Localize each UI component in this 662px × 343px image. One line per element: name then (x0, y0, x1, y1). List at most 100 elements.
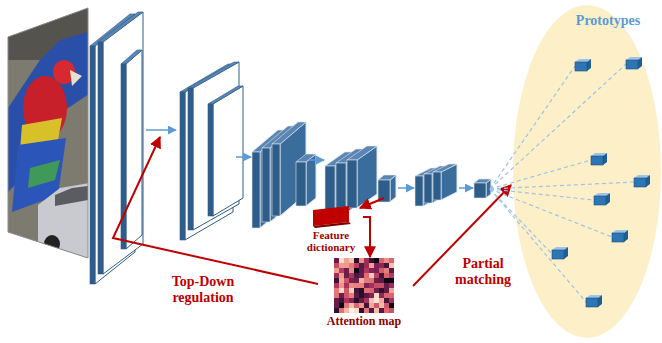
heatmap-cell (334, 268, 339, 273)
image-frame (8, 8, 88, 258)
heatmap-cell (334, 273, 339, 278)
heatmap-cell (344, 308, 349, 313)
layer-slab (296, 154, 316, 206)
heatmap-cell (344, 293, 349, 298)
cube-front (626, 60, 638, 69)
heatmap-cell (349, 303, 354, 308)
cube-side (606, 193, 610, 205)
slab-top (188, 62, 239, 88)
heatmap-cell (349, 268, 354, 273)
cube-front (634, 178, 646, 187)
heatmap-cell (364, 298, 369, 303)
cube-side (638, 57, 642, 69)
heatmap-cell (384, 268, 389, 273)
cube-front (575, 62, 587, 71)
layer-slab (98, 12, 143, 274)
heatmap-cell (379, 263, 384, 268)
heatmap-cell (384, 278, 389, 283)
matching-line (490, 189, 612, 237)
heatmap-cell (379, 283, 384, 288)
node-label: Prototypes (512, 4, 662, 28)
heatmap-cell (359, 298, 364, 303)
heatmap-cell (379, 258, 384, 263)
heatmap-cell (359, 278, 364, 283)
heatmap-cell (379, 308, 384, 313)
heatmap-cell (339, 298, 344, 303)
cube-side (598, 295, 602, 307)
heatmap-cell (354, 278, 359, 283)
cube-front (591, 156, 603, 165)
heatmap-cell (344, 288, 349, 293)
slab-top (98, 12, 143, 42)
heatmap-cell (364, 268, 369, 273)
heatmap-cell (339, 263, 344, 268)
heatmap-cell (334, 298, 339, 303)
heatmap-cell (379, 303, 384, 308)
slab-front (252, 152, 260, 228)
node-label: Attention map (316, 315, 412, 328)
slab-front (415, 176, 423, 206)
heatmap-cell (389, 263, 394, 268)
heatmap-cell (354, 298, 359, 303)
parrot-beak (70, 70, 82, 86)
heatmap-cell (374, 273, 379, 278)
heatmap-cell (354, 288, 359, 293)
heatmap-cell (344, 273, 349, 278)
heatmap-cell (364, 288, 369, 293)
slab-front (208, 104, 213, 216)
heatmap-cell (359, 263, 364, 268)
parrot-wing (0, 30, 95, 200)
cube-front (594, 196, 606, 205)
heatmap-cell (374, 288, 379, 293)
layer-slab (378, 175, 396, 202)
heatmap-cell (354, 268, 359, 273)
slab-top (474, 179, 491, 183)
attention-heatmap (334, 258, 394, 313)
heatmap-cell (359, 293, 364, 298)
heatmap-cell (359, 288, 364, 293)
prototype-cube (626, 57, 642, 69)
prototype-space (512, 4, 662, 339)
heatmap-cell (349, 263, 354, 268)
cube-front (552, 250, 564, 259)
cube-side (564, 247, 568, 259)
heatmap-cell (364, 278, 369, 283)
heatmap-cell (334, 283, 339, 288)
cube-front (586, 298, 598, 307)
cube-front (612, 233, 624, 242)
heatmap-cell (379, 268, 384, 273)
heatmap-cell (354, 293, 359, 298)
heatmap-cell (359, 258, 364, 263)
prototype-cube (586, 295, 602, 307)
slab-top (272, 122, 306, 144)
slab-front (433, 172, 441, 200)
heatmap-cell (339, 278, 344, 283)
heatmap-cell (374, 268, 379, 273)
heatmap-cell (359, 308, 364, 313)
heatmap-cell (384, 308, 389, 313)
heatmap-cell (344, 298, 349, 303)
heatmap-cell (379, 298, 384, 303)
matching-line (490, 182, 634, 189)
matching-line (490, 66, 575, 189)
heatmap-cell (339, 293, 344, 298)
heatmap-cell (339, 288, 344, 293)
heatmap-cell (379, 288, 384, 293)
heatmap-cell (369, 268, 374, 273)
heatmap-cell (389, 288, 394, 293)
heatmap-cell (349, 293, 354, 298)
node-label: Feature dictionary (300, 230, 362, 253)
car-window (55, 186, 88, 206)
slab-front (188, 88, 193, 230)
slab-top (296, 154, 316, 162)
heatmap-cell (354, 273, 359, 278)
flow-arrow (309, 159, 324, 161)
heatmap-cell (364, 273, 369, 278)
edge-label: Partial matching (450, 256, 516, 288)
heatmap-cell (334, 288, 339, 293)
prototypes-region: Prototypes (512, 4, 662, 339)
heatmap-cell (354, 283, 359, 288)
flow-arrow (398, 187, 414, 189)
heatmap-cell (344, 263, 349, 268)
annotation-label: Top-Down regulation (158, 274, 248, 306)
